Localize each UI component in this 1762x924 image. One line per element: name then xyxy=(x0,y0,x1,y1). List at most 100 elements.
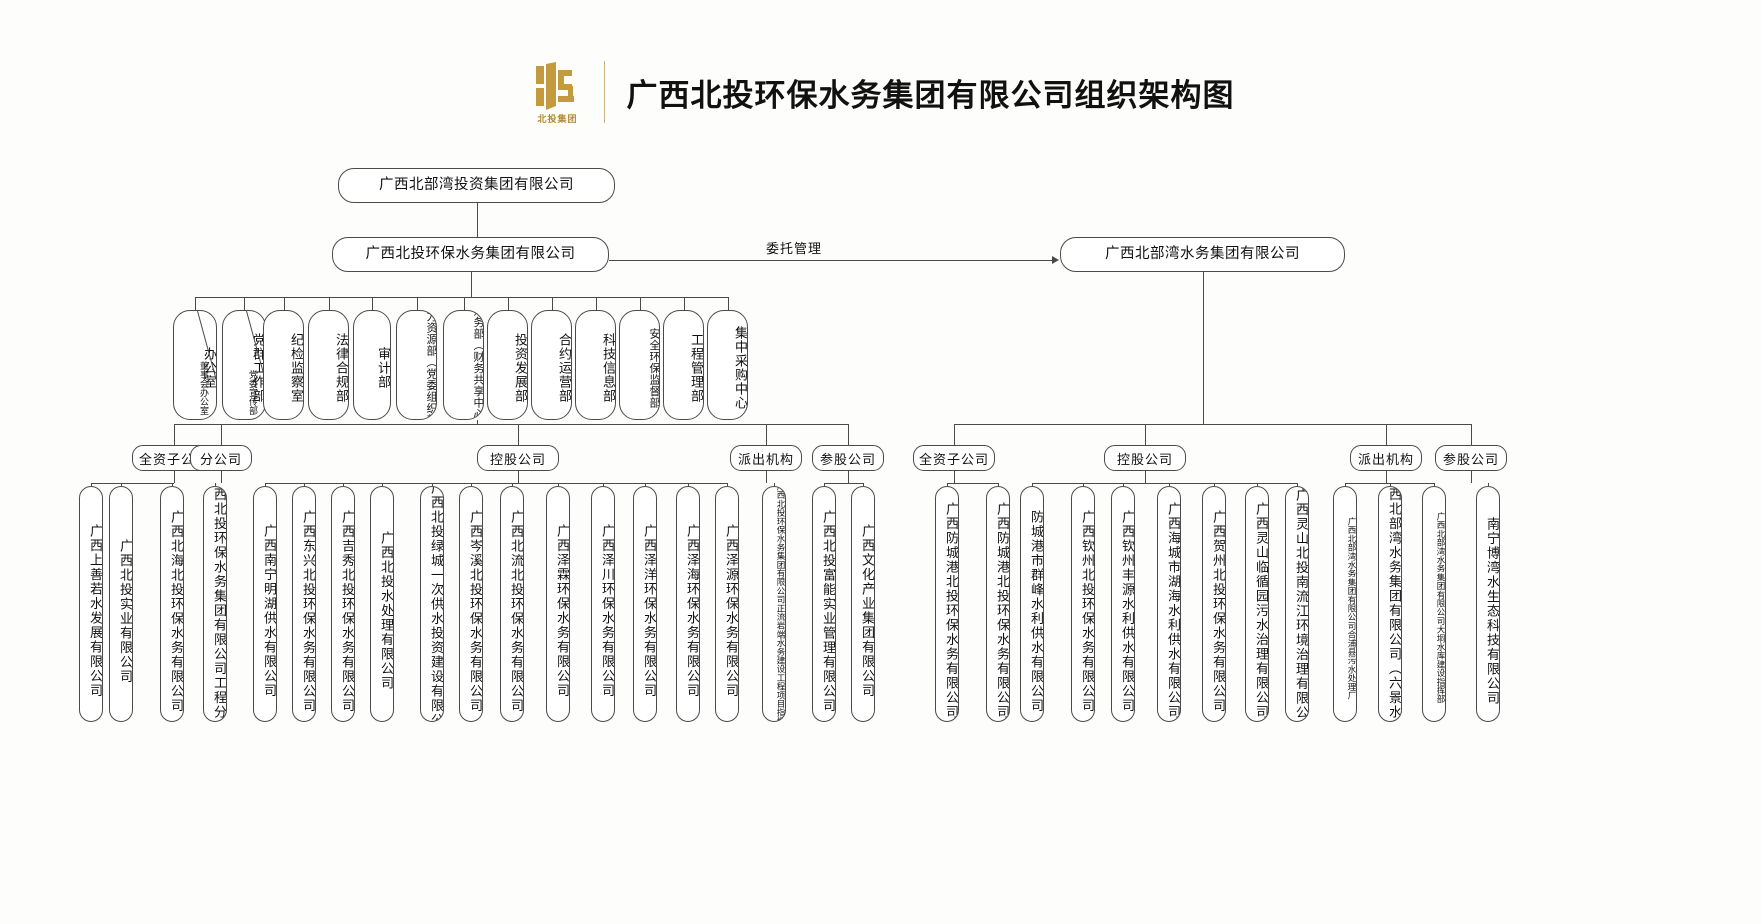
left-leaf-0[interactable]: 广西上善若水发展有限公司 xyxy=(79,486,103,722)
connector-dept-drop xyxy=(328,297,330,310)
left-leaf-drop xyxy=(91,483,92,486)
category-label: 派出机构 xyxy=(1357,451,1414,467)
right-leaf-drop xyxy=(1434,483,1435,486)
logo-divider xyxy=(603,61,605,123)
connector-dept-drop xyxy=(416,297,418,310)
right-leaf-7[interactable]: 广西灵山临循园污水治理有限公司 xyxy=(1245,486,1269,722)
left-leaf-9[interactable]: 广西岑溪北投环保水务有限公司 xyxy=(459,486,483,722)
right-leaf-4[interactable]: 广西钦州丰源水利供水有限公司 xyxy=(1111,486,1135,722)
dept-sub-label: 董事会办公室 xyxy=(199,361,209,415)
dept-box-6[interactable]: 财务部（财务共享中心） xyxy=(443,310,484,420)
left-leaf-13[interactable]: 广西泽洋环保水务有限公司 xyxy=(633,486,657,722)
leaf-label: 广西上善若水发展有限公司 xyxy=(88,524,103,698)
left-leaf-18[interactable]: 广西文化产业集团有限公司 xyxy=(851,486,875,722)
category-label: 控股公司 xyxy=(489,451,546,467)
dept-label: 党群工作部 xyxy=(251,333,266,403)
left-leaf-7[interactable]: 广西北投水处理有限公司 xyxy=(370,486,394,722)
dept-box-12[interactable]: 集中采购中心 xyxy=(707,310,748,420)
left-category-4[interactable]: 参股公司 xyxy=(812,445,884,471)
left-leaf-drop xyxy=(215,483,216,486)
left-leaf-4[interactable]: 广西南宁明湖供水有限公司 xyxy=(253,486,277,722)
dept-box-0[interactable]: 办公室董事会办公室 xyxy=(173,310,217,420)
right-leaf-6[interactable]: 广西贺州北投环保水务有限公司 xyxy=(1202,486,1226,722)
dept-box-4[interactable]: 审计部 xyxy=(353,310,391,420)
right-leaf-drop xyxy=(1083,483,1084,486)
left-leaf-6[interactable]: 广西吉秀北投环保水务有限公司 xyxy=(331,486,355,722)
node-entrusted-company: 广西北部湾水务集团有限公司 xyxy=(1060,237,1345,272)
right-leaf-12[interactable]: 南宁博湾水生态科技有限公司 xyxy=(1476,486,1500,722)
left-child-bus xyxy=(265,483,727,484)
right-category-3[interactable]: 参股公司 xyxy=(1435,445,1507,471)
left-category-2[interactable]: 控股公司 xyxy=(477,445,559,471)
connector-dept-drop xyxy=(372,297,373,310)
dept-box-11[interactable]: 工程管理部 xyxy=(663,310,704,420)
left-leaf-16[interactable]: 广西北投环保水务集团有限公司正流岩端水务建设工程项目指挥部 xyxy=(762,486,786,722)
left-leaf-drop xyxy=(603,483,604,486)
right-leaf-3[interactable]: 广西钦州北投环保水务有限公司 xyxy=(1071,486,1095,722)
left-leaf-drop xyxy=(824,483,825,486)
right-leaf-2[interactable]: 防城港市群峰水利供水有限公司 xyxy=(1020,486,1044,722)
left-child-drop xyxy=(766,471,767,483)
left-leaf-drop xyxy=(471,483,472,486)
leaf-label: 广西北投绿城一次供水投资建设有限公司 xyxy=(429,486,444,722)
category-label: 全资子公司 xyxy=(918,451,989,467)
dept-box-3[interactable]: 法律合规部 xyxy=(308,310,349,420)
right-leaf-drop xyxy=(1214,483,1215,486)
right-leaf-0[interactable]: 广西防城港北投环保水务有限公司 xyxy=(935,486,959,722)
right-category-2[interactable]: 派出机构 xyxy=(1350,445,1422,471)
left-category-1[interactable]: 分公司 xyxy=(190,445,252,471)
left-category-3[interactable]: 派出机构 xyxy=(730,445,802,471)
right-category-1[interactable]: 控股公司 xyxy=(1104,445,1186,471)
dept-box-2[interactable]: 纪检监察室 xyxy=(263,310,304,420)
left-child-bus xyxy=(91,483,174,484)
left-leaf-15[interactable]: 广西泽源环保水务有限公司 xyxy=(715,486,739,722)
category-label: 派出机构 xyxy=(737,451,794,467)
dept-sub-label: 党委宣传部 xyxy=(248,370,258,415)
dept-box-10[interactable]: 安全环保监督部 xyxy=(619,310,660,420)
leaf-label: 广西北流北投环保水务有限公司 xyxy=(509,509,524,713)
left-leaf-3[interactable]: 广西北投环保水务集团有限公司工程分公司 xyxy=(203,486,227,722)
leaf-label: 广西海城市湖海水利供水有限公司 xyxy=(1166,502,1181,720)
left-leaf-2[interactable]: 广西北海北投环保水务有限公司 xyxy=(160,486,184,722)
connector-dept-drop xyxy=(463,297,465,310)
left-leaf-5[interactable]: 广西东兴北投环保水务有限公司 xyxy=(292,486,316,722)
brand-logo: 北投集团 xyxy=(528,60,588,124)
right-leaf-5[interactable]: 广西海城市湖海水利供水有限公司 xyxy=(1157,486,1181,722)
connector-dept-drop xyxy=(595,297,597,310)
connector-dept-drop xyxy=(639,297,641,310)
leaf-label: 广西泽洋环保水务有限公司 xyxy=(642,524,657,698)
left-leaf-drop xyxy=(304,483,305,486)
right-child-drop xyxy=(954,471,955,483)
left-leaf-10[interactable]: 广西北流北投环保水务有限公司 xyxy=(500,486,524,722)
right-category-0[interactable]: 全资子公司 xyxy=(913,445,995,471)
logo-glyph-icon xyxy=(535,62,574,110)
dept-box-8[interactable]: 合约运营部 xyxy=(531,310,572,420)
left-leaf-8[interactable]: 广西北投绿城一次供水投资建设有限公司 xyxy=(420,486,444,722)
left-leaf-14[interactable]: 广西泽海环保水务有限公司 xyxy=(676,486,700,722)
right-leaf-10[interactable]: 广西北部湾水务集团有限公司（六景水厂） xyxy=(1378,486,1402,722)
leaf-label: 广西灵山北投南流江环境治理有限公司 xyxy=(1294,487,1309,722)
connector-dept-drop xyxy=(551,297,553,310)
right-child-drop xyxy=(1145,471,1146,483)
left-leaf-17[interactable]: 广西北投富能实业管理有限公司 xyxy=(812,486,836,722)
dept-box-5[interactable]: 人力资源部（党委组织部） xyxy=(396,310,437,420)
right-category-drop xyxy=(1386,424,1387,445)
dept-label: 合约运营部 xyxy=(557,333,572,403)
leaf-label: 广西北部湾水务集团有限公司（六景水厂） xyxy=(1387,486,1402,722)
right-leaf-11[interactable]: 广西北部湾水务集团有限公司大垌水库建设指挥部 xyxy=(1422,486,1446,722)
dept-box-9[interactable]: 科技信息部 xyxy=(575,310,616,420)
right-child-bus xyxy=(1032,483,1297,484)
dept-box-7[interactable]: 投资发展部 xyxy=(487,310,528,420)
left-leaf-drop xyxy=(774,483,775,486)
right-leaf-1[interactable]: 广西防城港北投环保水务有限公司 xyxy=(986,486,1010,722)
left-leaf-12[interactable]: 广西泽川环保水务有限公司 xyxy=(591,486,615,722)
left-leaf-1[interactable]: 广西北投实业有限公司 xyxy=(109,486,133,722)
leaf-label: 广西贺州北投环保水务有限公司 xyxy=(1211,509,1226,713)
left-leaf-11[interactable]: 广西泽霖环保水务有限公司 xyxy=(546,486,570,722)
dept-box-1[interactable]: 党群工作部党委宣传部 xyxy=(222,310,266,420)
leaf-label: 广西北海北投环保水务有限公司 xyxy=(169,509,184,713)
leaf-label: 广西南宁明湖供水有限公司 xyxy=(262,524,277,698)
right-leaf-9[interactable]: 广西北部湾水务集团有限公司合浦县污水处理厂 xyxy=(1333,486,1357,722)
right-leaf-8[interactable]: 广西灵山北投南流江环境治理有限公司 xyxy=(1285,486,1309,722)
leaf-label: 防城港市群峰水利供水有限公司 xyxy=(1029,509,1044,713)
